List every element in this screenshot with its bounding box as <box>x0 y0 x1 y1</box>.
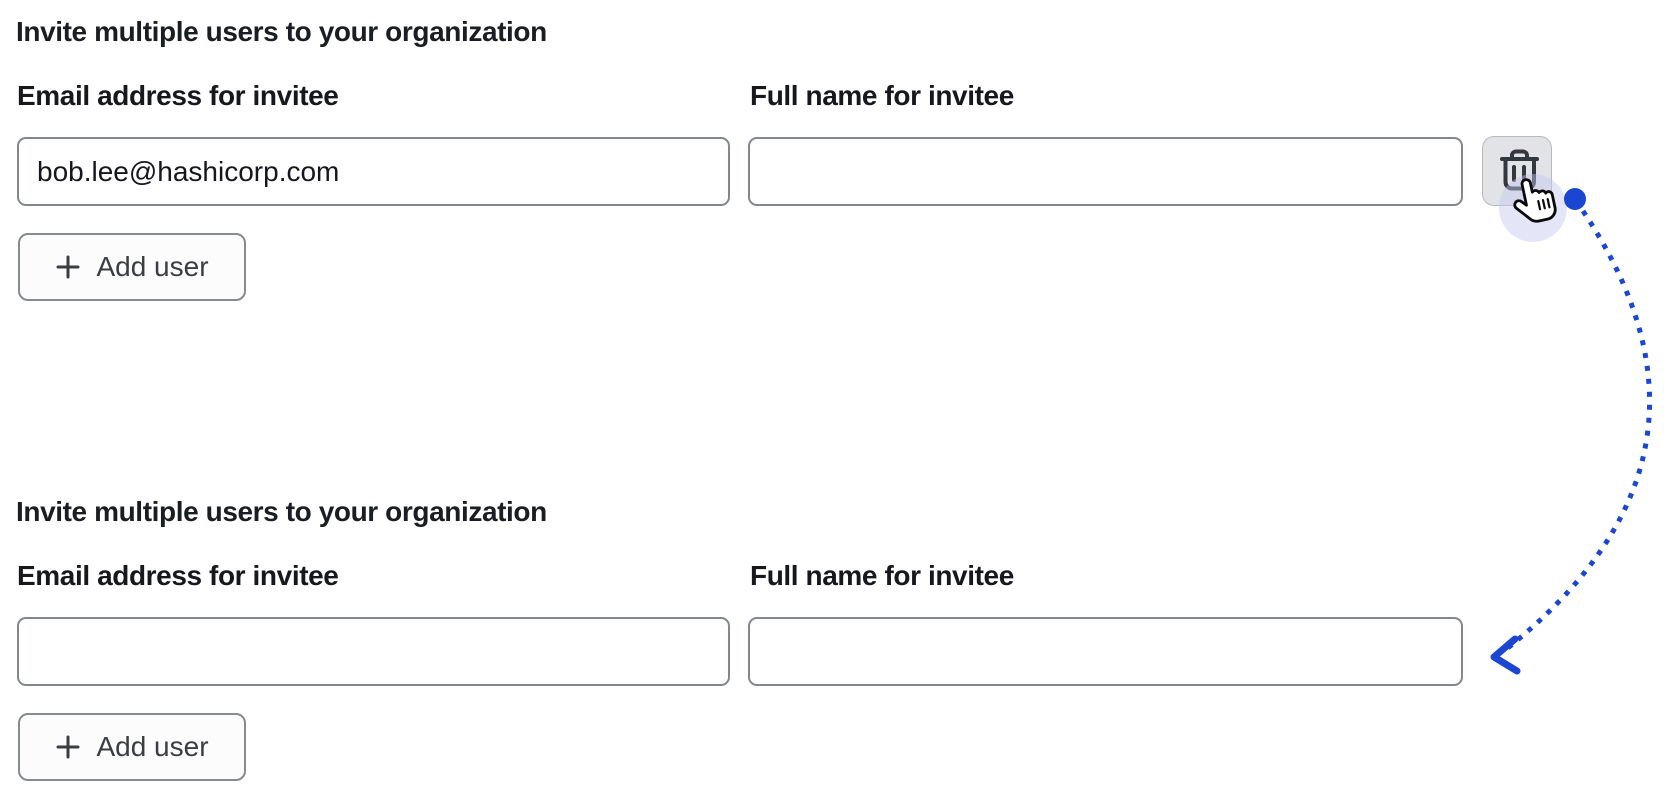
trash-icon <box>1482 136 1552 206</box>
email-input[interactable] <box>17 137 730 206</box>
click-origin-dot <box>1564 188 1586 210</box>
add-user-button[interactable]: Add user <box>18 713 246 781</box>
arrowhead-icon <box>1490 635 1521 675</box>
full-name-input[interactable] <box>748 137 1463 206</box>
full-name-label: Full name for invitee <box>750 80 1014 111</box>
email-label: Email address for invitee <box>17 80 339 111</box>
add-user-label: Add user <box>96 251 209 282</box>
section-heading: Invite multiple users to your organizati… <box>16 16 547 47</box>
section-heading: Invite multiple users to your organizati… <box>16 496 547 527</box>
delete-row-button[interactable] <box>1482 136 1552 206</box>
add-user-button[interactable]: Add user <box>18 233 246 301</box>
add-user-label: Add user <box>96 731 209 762</box>
email-input[interactable] <box>17 617 730 686</box>
plus-icon <box>55 734 81 760</box>
dotted-curved-arrow <box>1502 209 1652 653</box>
plus-icon <box>55 254 81 280</box>
full-name-label: Full name for invitee <box>750 560 1014 591</box>
email-label: Email address for invitee <box>17 560 339 591</box>
full-name-input[interactable] <box>748 617 1463 686</box>
